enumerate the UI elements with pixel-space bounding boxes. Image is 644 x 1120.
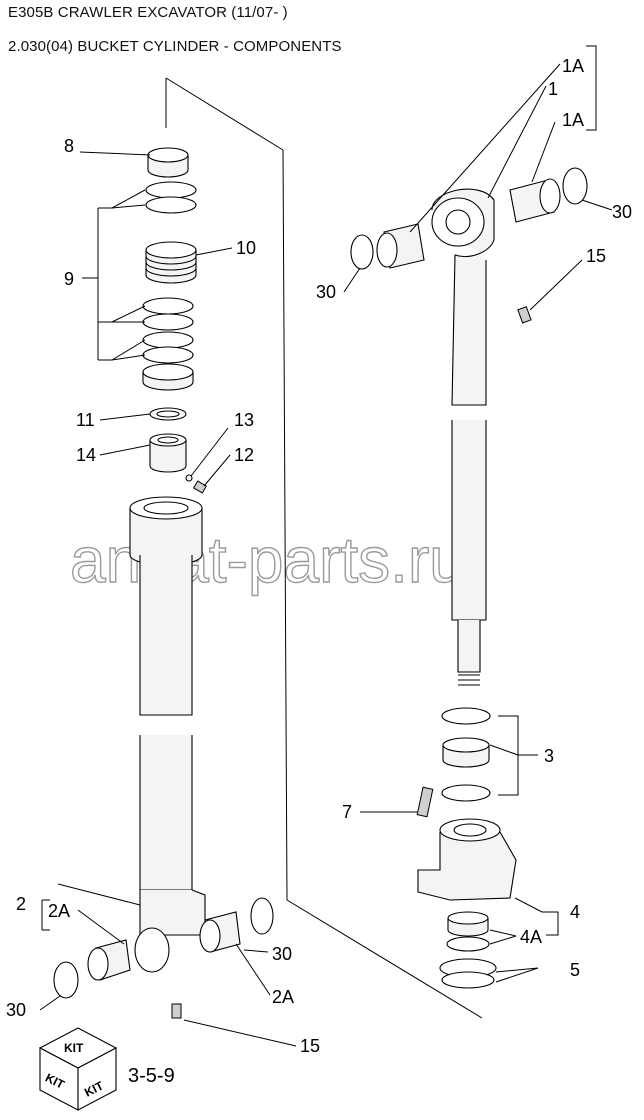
callout-12: 12 bbox=[234, 445, 254, 465]
callout-30-right: 30 bbox=[612, 202, 632, 222]
guide-rings-part-4A bbox=[446, 911, 490, 952]
seal-part-30-right bbox=[562, 167, 588, 205]
callout-1A-top: 1A bbox=[562, 56, 584, 76]
leader-lines bbox=[39, 45, 613, 1047]
callout-9: 9 bbox=[64, 269, 74, 289]
callout-2: 2 bbox=[16, 894, 26, 914]
piston-head-part-8 bbox=[147, 147, 189, 178]
callout-labels: 8 9 10 11 14 13 12 1A 1 1A 30 15 30 3 7 … bbox=[6, 56, 632, 1056]
rod-seals-part-3 bbox=[441, 707, 491, 802]
callout-15-top: 15 bbox=[586, 246, 606, 266]
seal-rings-part-9-lower bbox=[142, 297, 194, 391]
seal-part-30-bottom-right bbox=[250, 897, 274, 935]
callout-2A-left: 2A bbox=[48, 901, 70, 921]
callout-7: 7 bbox=[342, 802, 352, 822]
callout-4: 4 bbox=[570, 902, 580, 922]
kit-label-top: KIT bbox=[64, 1041, 84, 1055]
washer-part-11 bbox=[149, 407, 187, 421]
callout-1: 1 bbox=[548, 79, 558, 99]
assembly-frame-lines bbox=[165, 77, 483, 1019]
callout-11: 11 bbox=[76, 410, 95, 430]
seal-rings-part-9-upper bbox=[145, 181, 197, 214]
bushing-part-2A-left bbox=[87, 939, 131, 981]
bushing-part-1A-right bbox=[509, 178, 561, 223]
ball-part-13 bbox=[185, 474, 193, 482]
seal-rings-part-5 bbox=[439, 958, 497, 989]
callout-30-bottom-right: 30 bbox=[272, 944, 292, 964]
cylinder-tube-head bbox=[129, 496, 203, 716]
model-title: E305B CRAWLER EXCAVATOR (11/07- ) bbox=[8, 4, 288, 21]
callout-8: 8 bbox=[64, 136, 74, 156]
section-title: 2.030(04) BUCKET CYLINDER - COMPONENTS bbox=[8, 38, 342, 55]
callout-4A: 4A bbox=[520, 927, 542, 947]
callout-15-bottom: 15 bbox=[300, 1036, 320, 1056]
cylinder-tube-lower bbox=[134, 735, 206, 973]
piston-part-10 bbox=[145, 241, 197, 284]
callout-3: 3 bbox=[544, 746, 554, 766]
nut-part-14 bbox=[149, 433, 187, 473]
callout-5: 5 bbox=[570, 960, 580, 980]
callout-2A-right: 2A bbox=[272, 987, 294, 1007]
seal-part-30-left bbox=[350, 234, 374, 270]
grease-fitting-part-15-top bbox=[517, 306, 532, 324]
callout-1A-right: 1A bbox=[562, 110, 584, 130]
kit-reference: 3-5-9 bbox=[128, 1065, 175, 1087]
set-screw-part-12 bbox=[192, 480, 208, 494]
bushing-part-2A-right bbox=[199, 911, 241, 953]
rod-guide-part-4 bbox=[417, 818, 517, 901]
bushing-part-1A-left bbox=[376, 223, 425, 269]
grease-fitting-part-15-bottom bbox=[171, 1003, 182, 1019]
bolt-part-7 bbox=[416, 786, 434, 818]
callout-30-bottom-left: 30 bbox=[6, 1000, 26, 1020]
piston-rod-lower bbox=[451, 420, 487, 686]
kit-cube-icon: KIT KIT KIT bbox=[38, 1027, 118, 1111]
callout-13: 13 bbox=[234, 410, 254, 430]
watermark: ansat-parts.ru bbox=[70, 524, 465, 596]
callout-30-left: 30 bbox=[316, 282, 336, 302]
seal-part-30-bottom-left bbox=[53, 961, 79, 999]
piston-rod-eye-part-1 bbox=[431, 188, 495, 406]
callout-10: 10 bbox=[236, 238, 256, 258]
callout-14: 14 bbox=[76, 445, 96, 465]
